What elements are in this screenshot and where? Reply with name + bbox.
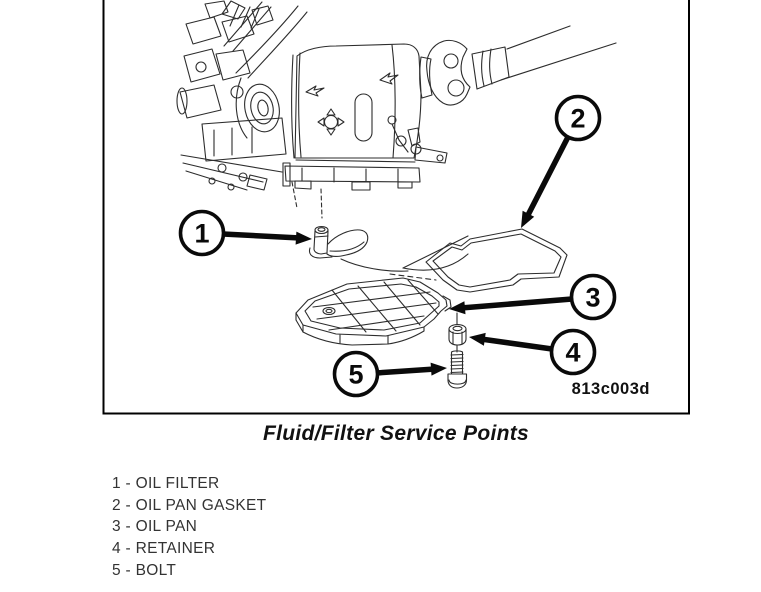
alignment-lines [291, 181, 323, 219]
arrow-5 [430, 362, 447, 376]
retainer-drawing [448, 312, 467, 346]
callout-2: 2 [521, 94, 602, 228]
callout-1-number: 1 [194, 219, 209, 249]
callout-1-circle [178, 209, 226, 257]
figure-code: 813c003d [572, 380, 650, 398]
callout-1: 1 [178, 209, 312, 257]
figure-legend: 1 - OIL FILTER 2 - OIL PAN GASKET 3 - OI… [112, 473, 266, 581]
fluid-filter-diagram: 1 2 3 4 5 813c003d [102, 0, 690, 415]
callout-3: 3 [449, 273, 617, 321]
legend-item: 1 - OIL FILTER [112, 475, 220, 492]
callout-3-circle [569, 273, 617, 321]
legend-item: 5 - BOLT [112, 561, 177, 579]
engine-cluster [176, 0, 308, 191]
arrow-4 [469, 332, 486, 346]
ghost-plane [340, 235, 469, 281]
driveshaft [419, 25, 617, 106]
callout-4-number: 4 [565, 338, 580, 368]
figure-border [102, 0, 690, 415]
oil-pan-gasket-drawing [425, 228, 568, 293]
transmission-case [282, 43, 448, 191]
legend-item: 2 - OIL PAN GASKET [112, 496, 267, 514]
bolt-drawing [447, 344, 468, 389]
transmission-drawing [176, 0, 617, 219]
callout-4: 4 [469, 328, 597, 376]
callout-5-number: 5 [348, 360, 363, 390]
legend-item: 3 - OIL PAN [112, 518, 198, 536]
callout-2-number: 2 [570, 104, 585, 134]
arrow-1 [295, 231, 312, 245]
arrow-3 [449, 301, 466, 315]
legend-item: 4 - RETAINER [112, 540, 216, 558]
oil-pan-drawing [295, 277, 452, 346]
oil-filter-drawing [308, 225, 369, 259]
callout-2-circle [554, 94, 602, 142]
callout-5-circle [332, 350, 380, 398]
callout-4-circle [549, 328, 597, 376]
callout-3-number: 3 [585, 283, 600, 313]
callout-5: 5 [332, 350, 447, 398]
arrow-2 [521, 210, 535, 228]
figure-caption: Fluid/Filter Service Points [263, 422, 529, 445]
